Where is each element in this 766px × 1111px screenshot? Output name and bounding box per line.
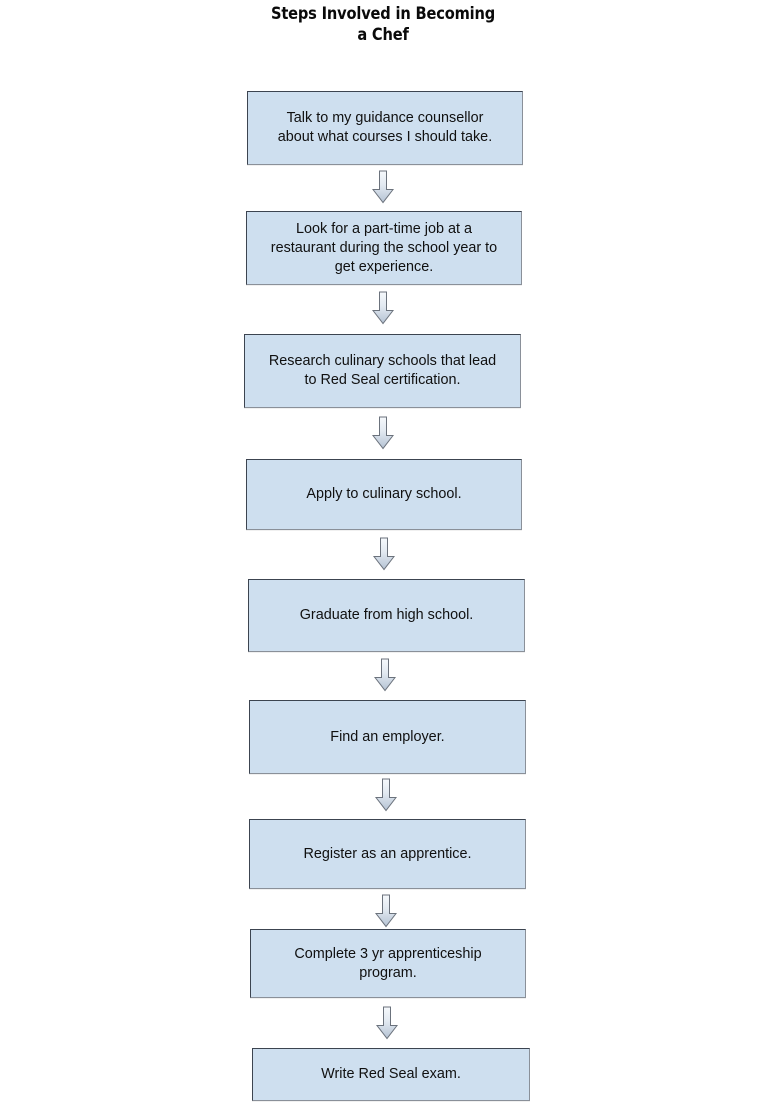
flowchart-node-3[interactable]: Research culinary schools that lead to R… bbox=[244, 334, 521, 408]
flowchart-node-label: Talk to my guidance counsellor about wha… bbox=[277, 110, 493, 145]
flowchart-node-label: Complete 3 yr apprenticeship program. bbox=[294, 945, 482, 981]
down-arrow-icon bbox=[371, 291, 395, 325]
flowchart-node-4[interactable]: Apply to culinary school. bbox=[246, 459, 522, 530]
flowchart-node-label: Graduate from high school. bbox=[299, 607, 474, 623]
flowchart-node-label: Research culinary schools that lead to R… bbox=[268, 353, 497, 388]
down-arrow-icon bbox=[373, 658, 397, 692]
flowchart-node-label: Apply to culinary school. bbox=[306, 486, 462, 502]
flowchart-node-7[interactable]: Register as an apprentice. bbox=[249, 819, 526, 889]
flowchart-node-label: Write Red Seal exam. bbox=[321, 1066, 461, 1082]
flowchart-node-2[interactable]: Look for a part-time job at a restaurant… bbox=[246, 211, 522, 285]
flowchart-node-8[interactable]: Complete 3 yr apprenticeship program. bbox=[250, 929, 526, 998]
down-arrow-icon bbox=[374, 894, 398, 928]
down-arrow-icon bbox=[371, 170, 395, 204]
page-title: Steps Involved in Becoming a Chef bbox=[270, 4, 496, 45]
flowchart-node-label: Register as an apprentice. bbox=[303, 845, 472, 862]
flowchart-node-5[interactable]: Graduate from high school. bbox=[248, 579, 525, 652]
down-arrow-icon bbox=[374, 778, 398, 812]
flowchart-node-9[interactable]: Write Red Seal exam. bbox=[252, 1048, 530, 1101]
flowchart-node-6[interactable]: Find an employer. bbox=[249, 700, 526, 774]
down-arrow-icon bbox=[372, 537, 396, 571]
flowchart-node-label: Find an employer. bbox=[330, 728, 445, 745]
flowchart-node-1[interactable]: Talk to my guidance counsellor about wha… bbox=[247, 91, 523, 165]
down-arrow-icon bbox=[375, 1006, 399, 1040]
flowchart-node-label: Look for a part-time job at a restaurant… bbox=[270, 220, 498, 275]
down-arrow-icon bbox=[371, 416, 395, 450]
